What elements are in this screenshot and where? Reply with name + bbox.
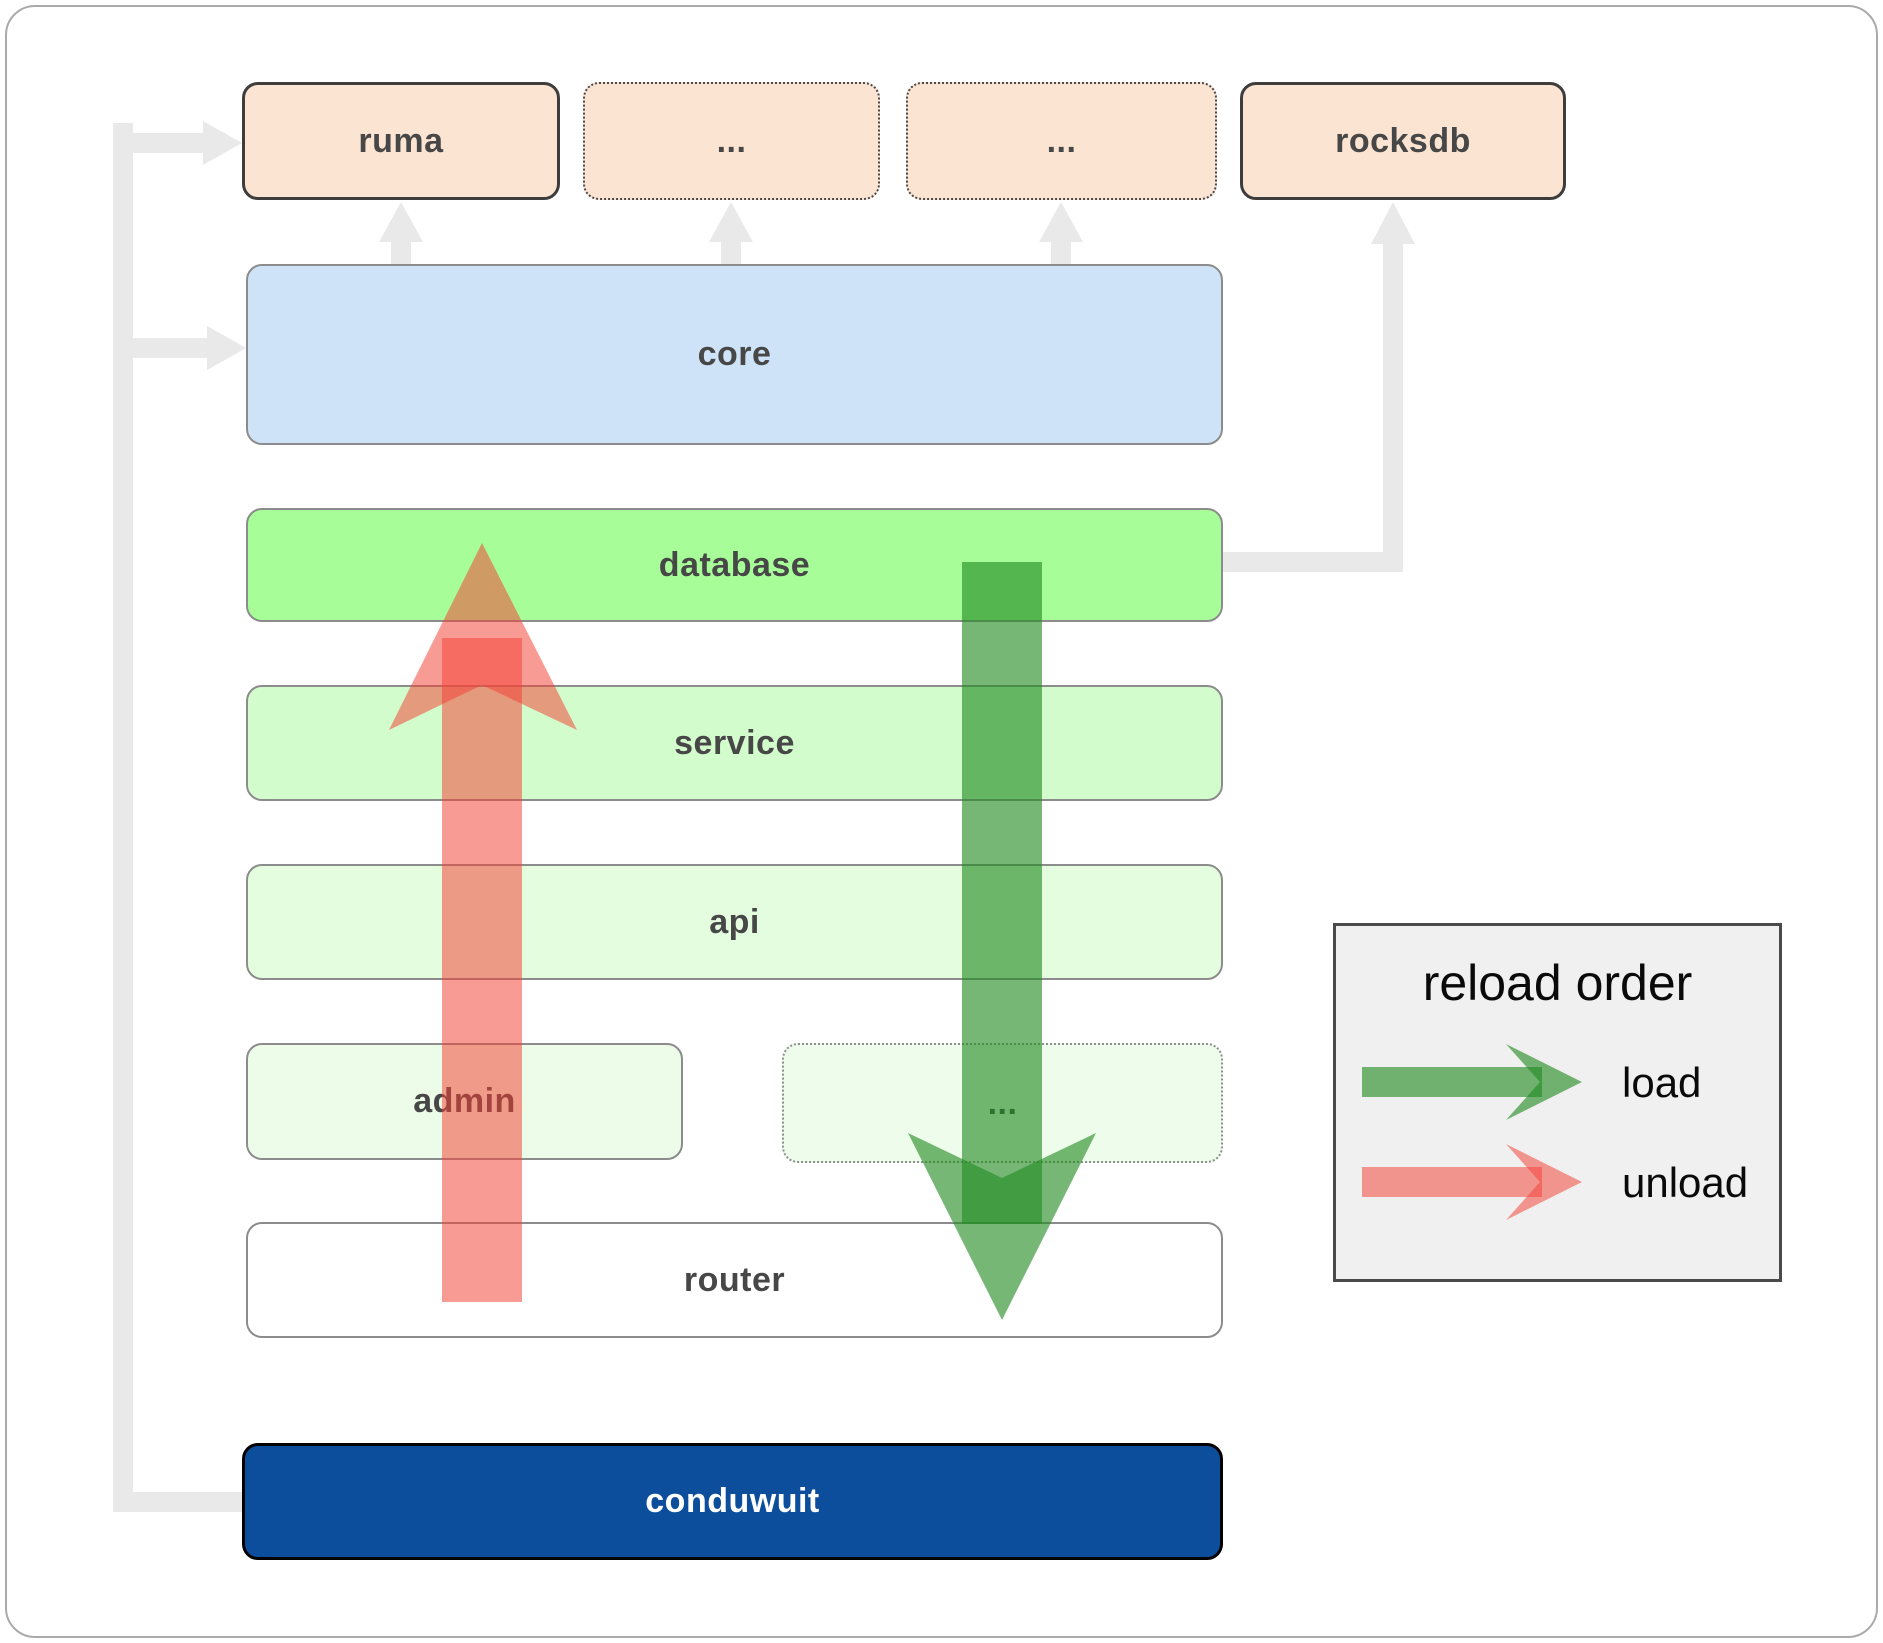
node-conduwuit-label: conduwuit xyxy=(645,1482,820,1520)
node-service-label: service xyxy=(674,723,795,762)
outer-frame xyxy=(5,5,1878,1638)
conduwuit-trunk-connector xyxy=(113,121,246,1512)
node-rocksdb-label: rocksdb xyxy=(1335,121,1471,160)
arrowhead-into-core xyxy=(207,326,246,370)
node-ruma: ruma xyxy=(242,82,560,200)
node-router: router xyxy=(246,1222,1223,1338)
legend-load-label: load xyxy=(1622,1059,1702,1106)
node-admin-label: admin xyxy=(413,1082,516,1120)
node-core-label: core xyxy=(697,335,772,373)
legend-unload-label: unload xyxy=(1622,1159,1749,1206)
node-deps-more-2: ... xyxy=(906,82,1217,200)
node-database: database xyxy=(246,508,1223,622)
node-deps-more-1: ... xyxy=(583,82,880,200)
node-deps-more-2-label: ... xyxy=(1046,121,1077,160)
node-api-label: api xyxy=(709,902,760,941)
core-to-deps-connectors xyxy=(379,202,1083,266)
arrowhead-into-ruma xyxy=(203,121,242,165)
node-router-label: router xyxy=(683,1260,786,1299)
node-ruma-label: ruma xyxy=(358,121,444,160)
node-api: api xyxy=(246,864,1223,980)
database-to-rocksdb-connector xyxy=(1223,202,1415,572)
legend-reload-order: reload order xyxy=(1333,923,1782,1282)
node-deps-more-1-label: ... xyxy=(716,121,747,160)
node-services-more: ... xyxy=(782,1043,1223,1163)
node-database-label: database xyxy=(658,545,811,584)
legend-title: reload order xyxy=(1422,955,1693,1011)
node-conduwuit: conduwuit xyxy=(242,1443,1223,1560)
node-rocksdb: rocksdb xyxy=(1240,82,1566,200)
node-admin: admin xyxy=(246,1043,683,1160)
node-core: core xyxy=(246,264,1223,445)
node-service: service xyxy=(246,685,1223,801)
node-services-more-label: ... xyxy=(987,1083,1018,1122)
arrowhead-into-rocksdb xyxy=(1371,202,1415,244)
